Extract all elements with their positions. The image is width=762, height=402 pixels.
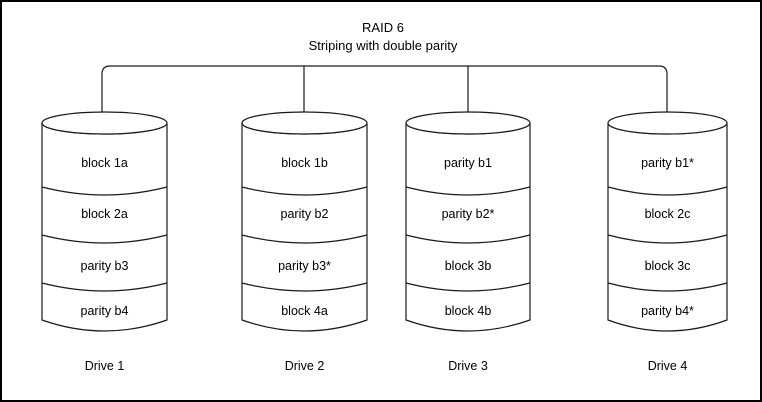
drive-2[interactable]: block 1b parity b2 parity b3* block 4a Drive… <box>241 111 368 373</box>
drive-3-block-2-label: parity b2* <box>442 207 495 221</box>
drive-1-caption: Drive 1 <box>85 359 125 373</box>
drive-2-separator-1 <box>241 186 368 196</box>
drive-3-separator-2 <box>405 234 531 244</box>
drive-3-caption: Drive 3 <box>448 359 488 373</box>
drive-3-cylinder <box>405 122 531 332</box>
drive-2-caption: Drive 2 <box>285 359 325 373</box>
diagram-title: RAID 6 Striping with double parity <box>309 20 458 53</box>
drive-2-block-1-label: block 1b <box>281 156 328 170</box>
drive-1-separator-3 <box>41 282 168 292</box>
drive-4-block-4-label: parity b4* <box>641 304 694 318</box>
drive-4-separator-2 <box>607 234 728 244</box>
drive-4-separator-3 <box>607 282 728 292</box>
drive-1-top-cap <box>41 111 168 135</box>
drive-1-block-2-label: block 2a <box>81 207 128 221</box>
drive-2-cylinder <box>241 122 368 332</box>
drive-2-separator-3 <box>241 282 368 292</box>
drive-4-cylinder <box>607 122 728 332</box>
drive-3-block-3-label: block 3b <box>445 259 492 273</box>
drive-1-block-4-label: parity b4 <box>81 304 129 318</box>
drive-3-block-4-label: block 4b <box>445 304 492 318</box>
drive-4-block-1-label: parity b1* <box>641 156 694 170</box>
drive-3-separator-1 <box>405 186 531 196</box>
drive-1-separator-1 <box>41 186 168 196</box>
drive-1-cylinder <box>41 122 168 332</box>
drive-2-block-2-label: parity b2 <box>281 207 329 221</box>
drive-1-block-1-label: block 1a <box>81 156 128 170</box>
drive-2-block-4-label: block 4a <box>281 304 328 318</box>
drive-1-separator-2 <box>41 234 168 244</box>
drive-2-top-cap <box>241 111 368 135</box>
drive-3[interactable]: parity b1 parity b2* block 3b block 4b Drive… <box>405 111 531 373</box>
drive-4-top-cap <box>607 111 728 135</box>
drive-3-separator-3 <box>405 282 531 292</box>
drive-4-block-3-label: block 3c <box>645 259 691 273</box>
drives-group: block 1a block 2a parity b3 parity b4 Drive … <box>41 111 728 373</box>
title-line-1: RAID 6 <box>362 20 404 35</box>
drive-1-block-3-label: parity b3 <box>81 259 129 273</box>
title-line-2: Striping with double parity <box>309 38 458 53</box>
drive-4-caption: Drive 4 <box>648 359 688 373</box>
controller-bus <box>101 65 668 124</box>
drive-3-block-1-label: parity b1 <box>444 156 492 170</box>
drive-4-block-2-label: block 2c <box>645 207 691 221</box>
drive-3-top-cap <box>405 111 531 135</box>
bus-path <box>101 65 668 124</box>
drive-4[interactable]: parity b1* block 2c block 3c parity b4* Driv… <box>607 111 728 373</box>
drive-2-separator-2 <box>241 234 368 244</box>
drive-4-separator-1 <box>607 186 728 196</box>
drive-1[interactable]: block 1a block 2a parity b3 parity b4 Drive … <box>41 111 168 373</box>
drive-2-block-3-label: parity b3* <box>278 259 331 273</box>
